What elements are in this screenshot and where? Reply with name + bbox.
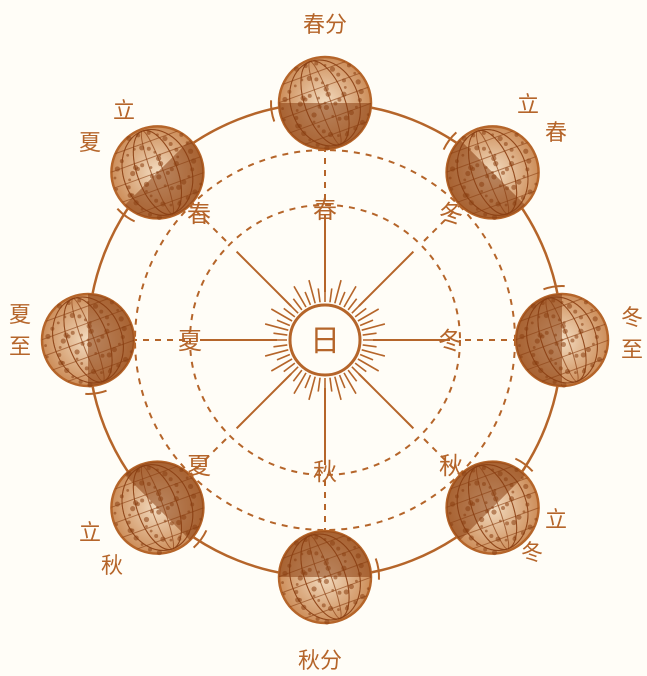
sun-ray [363,345,377,347]
sun-ray [305,292,310,305]
sun-ray [352,367,369,384]
sun-ray [344,373,356,394]
sun-ray [330,378,332,392]
sun-ray [309,280,315,303]
sun-ray [284,308,295,317]
sun-ray [358,359,379,371]
sun-ray [362,324,385,330]
sun-ray [348,370,357,381]
sun-ray [340,375,345,388]
term-start-of-winter-1: 立 [545,508,567,533]
sun-ray [284,363,295,372]
sun-ray [344,286,356,307]
sun-ray [305,375,310,388]
sun-ray [335,377,341,400]
sun-ray [335,280,341,303]
sun-ray [360,355,373,360]
sun-ray [271,309,292,321]
sun-ray [271,359,292,371]
season-label-winter-inner: 冬 [438,327,462,355]
term-winter-solstice-2: 至 [621,338,643,363]
term-start-of-autumn-2: 秋 [101,554,123,579]
sun-ray [362,350,385,356]
season-label-winter-diagonal: 冬 [439,200,463,228]
term-start-of-summer-2: 夏 [79,131,101,156]
sun-ray [355,363,366,372]
term-spring-equinox: 春分 [303,13,347,38]
sun-ray [265,350,288,356]
season-label-summer-inner: 夏 [178,327,202,355]
sun-ray [318,288,320,302]
term-winter-solstice-1: 冬 [621,306,643,331]
sun-ray [277,355,290,360]
term-autumn-equinox: 秋分 [298,649,342,674]
season-label-autumn-inner: 秋 [313,458,337,486]
sun-ray [273,333,287,335]
sun-ray [281,367,298,384]
sun-ray [330,288,332,302]
sun-ray [293,299,302,310]
sun-ray [348,299,357,310]
sun-ray [277,320,290,325]
term-start-of-winter-2: 冬 [521,541,543,566]
sun-ray [294,373,306,394]
sun-ray [273,345,287,347]
sun-ray [363,333,377,335]
term-start-of-spring-2: 春 [545,121,567,146]
sun-ray [340,292,345,305]
earth-globe-autumn-equinox [278,524,379,630]
sun-ray [293,370,302,381]
sun-ray [355,308,366,317]
earth-globe-spring-equinox [271,50,372,156]
season-label-summer-diagonal: 夏 [187,452,211,480]
sun-ray [294,286,306,307]
sun-ray [318,378,320,392]
sun-ray [352,296,369,313]
sun-ray [358,309,379,321]
season-label-spring-inner: 春 [313,196,337,224]
term-start-of-spring-1: 立 [517,93,539,118]
term-summer-solstice-1: 夏 [9,303,31,328]
season-label-spring-diagonal: 春 [187,200,211,228]
earth-globe-winter-solstice [515,286,609,393]
term-start-of-summer-1: 立 [113,99,135,124]
sun-ray [309,377,315,400]
sun-ray [360,320,373,325]
earth-globe-summer-solstice [41,287,135,394]
term-summer-solstice-2: 至 [9,335,31,360]
sun-ray [265,324,288,330]
term-start-of-autumn-1: 立 [79,521,101,546]
sun-label: 日 [310,324,340,359]
sun-ray [281,296,298,313]
season-label-autumn-diagonal: 秋 [439,452,463,480]
